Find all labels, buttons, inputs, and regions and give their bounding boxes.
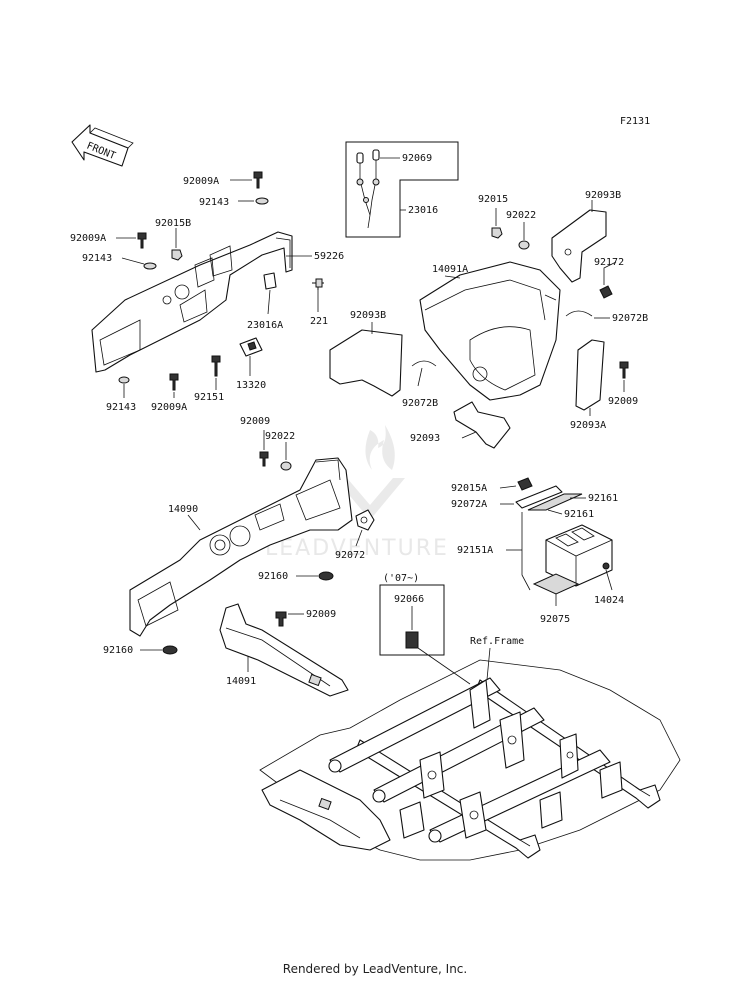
upper-left-hardware: 92009A 92143 92009A 92015B 92143 221 230… bbox=[70, 171, 328, 413]
right-upper-hardware: 92015 92022 92093B 92172 92072B 92093A 9… bbox=[478, 190, 648, 431]
label-92009-1: 92009 bbox=[608, 396, 638, 407]
label-92072B-1: 92072B bbox=[612, 313, 648, 324]
fender-box-14091A: 14091A bbox=[419, 261, 561, 401]
label-92072A: 92072A bbox=[451, 499, 487, 510]
label-221: 221 bbox=[310, 316, 328, 327]
label-92093: 92093 bbox=[410, 433, 440, 444]
footer-credit: Rendered by LeadVenture, Inc. bbox=[282, 962, 468, 976]
floor-plate-14091: 14091 bbox=[219, 603, 349, 697]
lower-left-hardware: 92009 92022 92072 92160 92160 92009 bbox=[103, 416, 375, 656]
watermark-text: LEADVENTURE bbox=[265, 536, 449, 561]
box-07-92066: ('07~) 92066 bbox=[379, 573, 471, 685]
label-23016: 23016 bbox=[408, 205, 438, 216]
label-92161-2: 92161 bbox=[564, 509, 594, 520]
label-92093B-1: 92093B bbox=[585, 190, 621, 201]
watermark: LEADVENTURE bbox=[265, 425, 449, 561]
label-14091: 14091 bbox=[226, 676, 256, 687]
label-92009A-1: 92009A bbox=[183, 176, 219, 187]
label-92093A: 92093A bbox=[570, 420, 606, 431]
label-92172: 92172 bbox=[594, 257, 624, 268]
bracket-plates: 92093B 92072B 92093 bbox=[329, 310, 511, 449]
label-14024: 14024 bbox=[594, 595, 624, 606]
floor-panel-14090: 14090 bbox=[129, 457, 353, 637]
label-92009A-2: 92009A bbox=[70, 233, 106, 244]
figure-code: F2131 bbox=[620, 116, 650, 127]
label-92093B-2: 92093B bbox=[350, 310, 386, 321]
label-92015: 92015 bbox=[478, 194, 508, 205]
label-14090: 14090 bbox=[168, 504, 198, 515]
battery-group: 92015A 92072A 92161 92161 92151A 14024 9… bbox=[451, 477, 624, 625]
label-23016A: 23016A bbox=[247, 320, 283, 331]
label-92069: 92069 bbox=[402, 153, 432, 164]
label-92143-1: 92143 bbox=[199, 197, 229, 208]
label-92015B: 92015B bbox=[155, 218, 191, 229]
label-92009-3: 92009 bbox=[306, 609, 336, 620]
label-92161-1: 92161 bbox=[588, 493, 618, 504]
label-92009A-3: 92009A bbox=[151, 402, 187, 413]
front-arrow-icon: FRONT bbox=[71, 124, 134, 167]
label-92072B-2: 92072B bbox=[402, 398, 438, 409]
dash-panel-59226: 59226 bbox=[91, 231, 344, 373]
label-92009-2: 92009 bbox=[240, 416, 270, 427]
main-frame bbox=[259, 659, 681, 861]
ref-frame-label: Ref.Frame bbox=[470, 636, 524, 647]
label-92075: 92075 bbox=[540, 614, 570, 625]
label-92066: 92066 bbox=[394, 594, 424, 605]
label-92072: 92072 bbox=[335, 550, 365, 561]
label-92160-2: 92160 bbox=[103, 645, 133, 656]
label-92022-2: 92022 bbox=[265, 431, 295, 442]
label-92143-2: 92143 bbox=[82, 253, 112, 264]
harness-23016-box: 92069 23016 bbox=[345, 141, 459, 238]
label-92151A: 92151A bbox=[457, 545, 493, 556]
label-92160-1: 92160 bbox=[258, 571, 288, 582]
label-92022-1: 92022 bbox=[506, 210, 536, 221]
label-13320: 13320 bbox=[236, 380, 266, 391]
label-07-note: ('07~) bbox=[383, 573, 419, 584]
label-92143-3: 92143 bbox=[106, 402, 136, 413]
label-14091A: 14091A bbox=[432, 264, 468, 275]
label-92151: 92151 bbox=[194, 392, 224, 403]
label-59226: 59226 bbox=[314, 251, 344, 262]
label-92015A: 92015A bbox=[451, 483, 487, 494]
